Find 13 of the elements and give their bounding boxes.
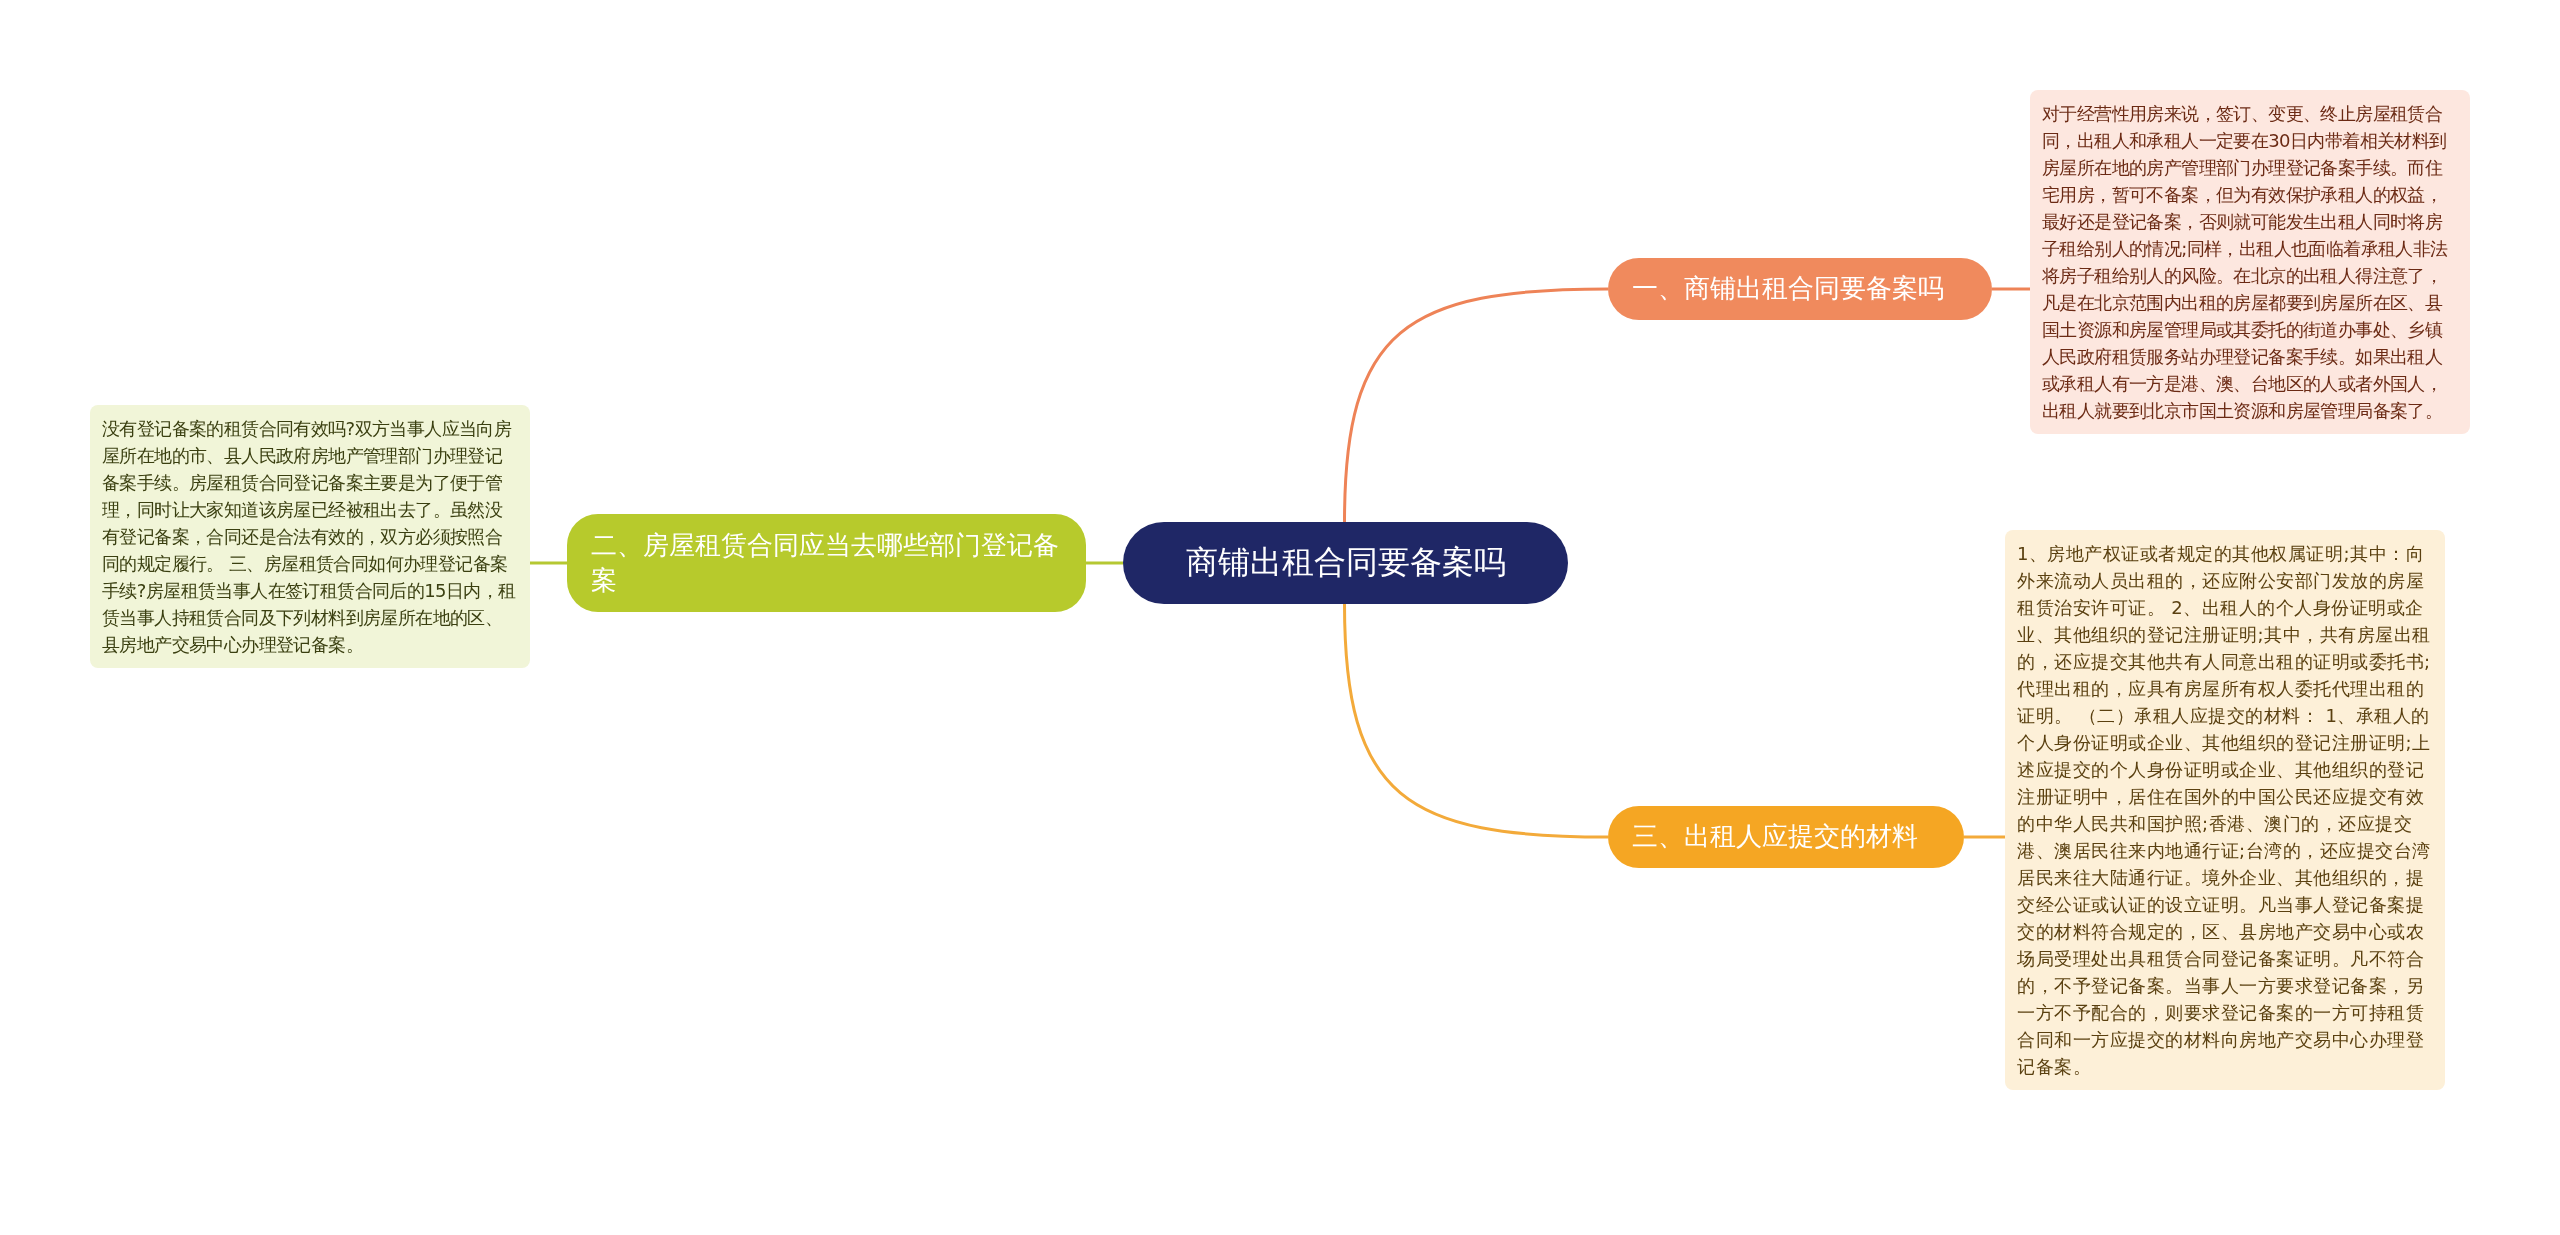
branch-topic: 三、出租人应提交的材料 <box>1608 806 1964 868</box>
branch-topic: 二、房屋租赁合同应当去哪些部门登记备案 <box>567 514 1086 612</box>
branch-topic: 一、商铺出租合同要备案吗 <box>1608 258 1992 320</box>
connector-line <box>1086 561 1123 565</box>
note-box: 1、房地产权证或者规定的其他权属证明;其中：向外来流动人员出租的，还应附公安部门发放的房屋租赁治安许可证。 2、出租人的个人身份证明或企业、其他组织的登记注册证明;其中，共有房屋出租的，还应提交其他共有人同意出租的证明或委托书;代理出租的，应具有房屋所有权人委托代理出租的证明。 （二）承租人应提交的材料： 1、承租人的个人身份证明或企业、其他组织的登记注册证明;上述应提交的个人身份证明或企业、其他组织的登记注册证明中，居住在国外的中国公民还应提交有效的中华人民共和国护照;香港、澳门的，还应提交港、澳居民往来内地通行证;台湾的，还应提交台湾居民来往大陆通行证。境外企业、其他组织的，提交经公证或认证的设立证明。凡当事人登记备案提交的材料符合规定的，区、县房地产交易中心或农场局受理处出具租赁合同登记备案证明。凡不符合的，不予登记备案。当事人一方要求登记备案，另一方不予配合的，则要求登记备案的一方可持租赁合同和一方应提交的材料向房地产交易中心办理登记备案。 <box>2005 530 2445 1090</box>
note-box: 对于经营性用房来说，签订、变更、终止房屋租赁合同，出租人和承租人一定要在30日内带着相关材料到房屋所在地的房产管理部门办理登记备案手续。而住宅用房，暂可不备案，但为有效保护承租人的权益，最好还是登记备案，否则就可能发生出租人同时将房子租给别人的情况;同样，出租人也面临着承租人非法将房子租给别人的风险。在北京的出租人得注意了，凡是在北京范围内出租的房屋都要到房屋所在区、县国土资源和房屋管理局或其委托的街道办事处、乡镇人民政府租赁服务站办理登记备案手续。如果出租人或承租人有一方是港、澳、台地区的人或者外国人，出租人就要到北京市国土资源和房屋管理局备案了。 <box>2030 90 2470 434</box>
connector-line <box>530 561 567 565</box>
connector-line <box>1343 287 1609 523</box>
root-topic: 商铺出租合同要备案吗 <box>1123 522 1568 604</box>
connector-line <box>1964 835 2005 839</box>
connector-line <box>1992 287 2030 291</box>
note-box: 没有登记备案的租赁合同有效吗?双方当事人应当向房屋所在地的市、县人民政府房地产管理部门办理登记备案手续。房屋租赁合同登记备案主要是为了便于管理，同时让大家知道该房屋已经被租出去了。虽然没有登记备案，合同还是合法有效的，双方必须按照合同的规定履行。 三、房屋租赁合同如何办理登记备案手续?房屋租赁当事人在签订租赁合同后的15日内，租赁当事人持租赁合同及下列材料到房屋所在地的区、县房地产交易中心办理登记备案。 <box>90 405 530 668</box>
connector-line <box>1343 603 1609 839</box>
